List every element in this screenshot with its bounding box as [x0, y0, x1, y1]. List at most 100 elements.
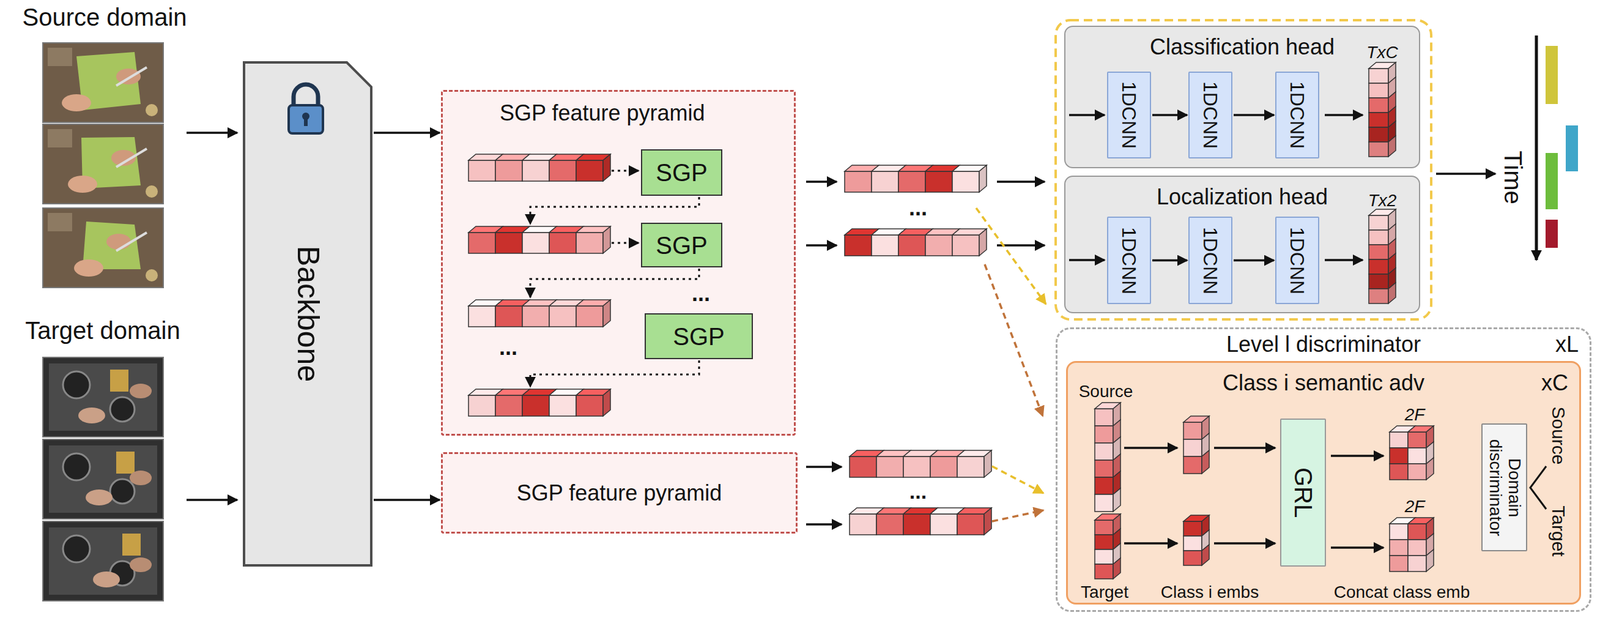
flow-arrow: [1069, 113, 1105, 117]
video-frame: [42, 124, 164, 204]
figure-rect: [952, 234, 980, 256]
head-panel: Localization head1DCNN1DCNN1DCNN: [1064, 175, 1421, 314]
connector-arrow: [373, 131, 440, 134]
figure-rect: [47, 212, 73, 232]
figure-rect: [42, 124, 164, 204]
adversarial-panel: Class i semantic advxCGRLDomain discrimi…: [1066, 360, 1582, 605]
figure-rect: [1368, 97, 1389, 113]
annotation-label: ...: [691, 280, 711, 306]
figure-ellipse: [129, 557, 152, 572]
figure-rect: [495, 395, 523, 416]
figure-rect: [844, 234, 872, 256]
node-title: 1DCNN: [1286, 81, 1309, 149]
figure-polygon: [603, 299, 611, 327]
flow-arrow: [1330, 454, 1384, 457]
node-title: 1DCNN: [1118, 81, 1141, 149]
feature-tensor: [1094, 513, 1121, 579]
figure-rect: [876, 513, 904, 535]
figure-rect: [1183, 422, 1202, 440]
figure-rect: [468, 395, 496, 416]
flow-arrow: [611, 242, 639, 245]
annotation-label: ...: [908, 195, 928, 221]
annotation-label: Concat class emb: [1333, 582, 1471, 602]
figure-ellipse: [67, 175, 98, 193]
figure-rect: [871, 171, 899, 193]
node-title: GRL: [1289, 467, 1318, 518]
node-title: Localization head: [1156, 184, 1328, 210]
figure-rect: [1389, 539, 1408, 556]
feature-tensor: [1389, 425, 1434, 480]
figure-rect: [1368, 274, 1389, 289]
flow-arrow: [1214, 446, 1276, 449]
flow-arrow: [992, 466, 1044, 493]
figure-circle: [145, 269, 158, 282]
figure-rect: [495, 305, 523, 327]
figure-rect: [957, 456, 985, 478]
figure-polygon: [979, 165, 987, 193]
figure-rect: [1094, 477, 1114, 495]
grl-block: GRL: [1280, 418, 1326, 567]
figure-rect: [903, 513, 931, 535]
figure-polygon: [984, 507, 992, 535]
flow-arrow: [806, 180, 837, 183]
node-title: Backbone: [289, 245, 326, 382]
node-title: 1DCNN: [1286, 226, 1309, 294]
flow-arrow: [530, 196, 700, 224]
video-frame: [42, 42, 164, 123]
connector-arrow: [1152, 113, 1188, 117]
sgp-block: SGP: [644, 313, 753, 360]
flow-arrow: [1324, 258, 1363, 262]
flow-arrow: [996, 180, 1045, 183]
video-frame: [42, 207, 164, 288]
feature-tensor: [468, 299, 611, 327]
figure-rect: [1368, 288, 1389, 304]
figure-polygon: [1113, 488, 1121, 512]
figure-rect: [522, 395, 550, 416]
figure-rect: [1094, 534, 1114, 550]
figure-rect: [1368, 127, 1389, 142]
feature-tensor: [468, 154, 611, 182]
feature-tensor: [1183, 415, 1210, 474]
figure-polygon: [1388, 135, 1396, 157]
figure-polygon: [603, 154, 611, 182]
figure-rect: [925, 234, 953, 256]
figure-rect: [876, 456, 904, 478]
feature-tensor: [844, 228, 987, 256]
annotation-label: Source: [1548, 406, 1570, 465]
discriminator-block: Domain discriminator: [1481, 423, 1528, 552]
figure-rect: [957, 513, 985, 535]
figure-rect: [468, 160, 496, 182]
node-title: Class i semantic adv: [1222, 370, 1425, 396]
feature-tensor: [1094, 402, 1121, 512]
figure-rect: [1368, 141, 1389, 157]
figure-polygon: [1388, 282, 1396, 304]
backbone-block: Backbone: [242, 61, 373, 567]
pyramid-panel: SGP feature pyramid: [440, 451, 798, 534]
figure-rect: [1368, 259, 1389, 275]
figure-rect: [1368, 112, 1389, 128]
flow-arrow: [1069, 258, 1105, 262]
flow-arrow: [186, 498, 238, 501]
figure-rect: [549, 232, 577, 254]
flow-arrow: [1324, 113, 1363, 117]
connector-arrow: [1233, 113, 1275, 117]
figure-rect: [1389, 431, 1408, 448]
flow-arrow: [1214, 541, 1276, 545]
conv-block: 1DCNN: [1107, 71, 1152, 159]
figure-ellipse: [74, 259, 104, 277]
figure-ellipse: [92, 571, 120, 588]
figure-rect: [495, 232, 523, 254]
flow-arrow: [530, 360, 700, 387]
figure-rect: [952, 171, 980, 193]
figure-rect: [1389, 447, 1408, 464]
annotation-label: ...: [499, 334, 518, 360]
flow-arrow: [806, 465, 842, 468]
video-frame: [42, 357, 164, 437]
figure-rect: [1389, 555, 1408, 572]
flow-arrow: [1124, 446, 1178, 449]
figure-rect: [871, 234, 899, 256]
figure-polygon: [1426, 457, 1434, 480]
figure-rect: [1183, 521, 1202, 536]
figure-rect: [303, 117, 308, 126]
figure-circle: [62, 535, 90, 563]
